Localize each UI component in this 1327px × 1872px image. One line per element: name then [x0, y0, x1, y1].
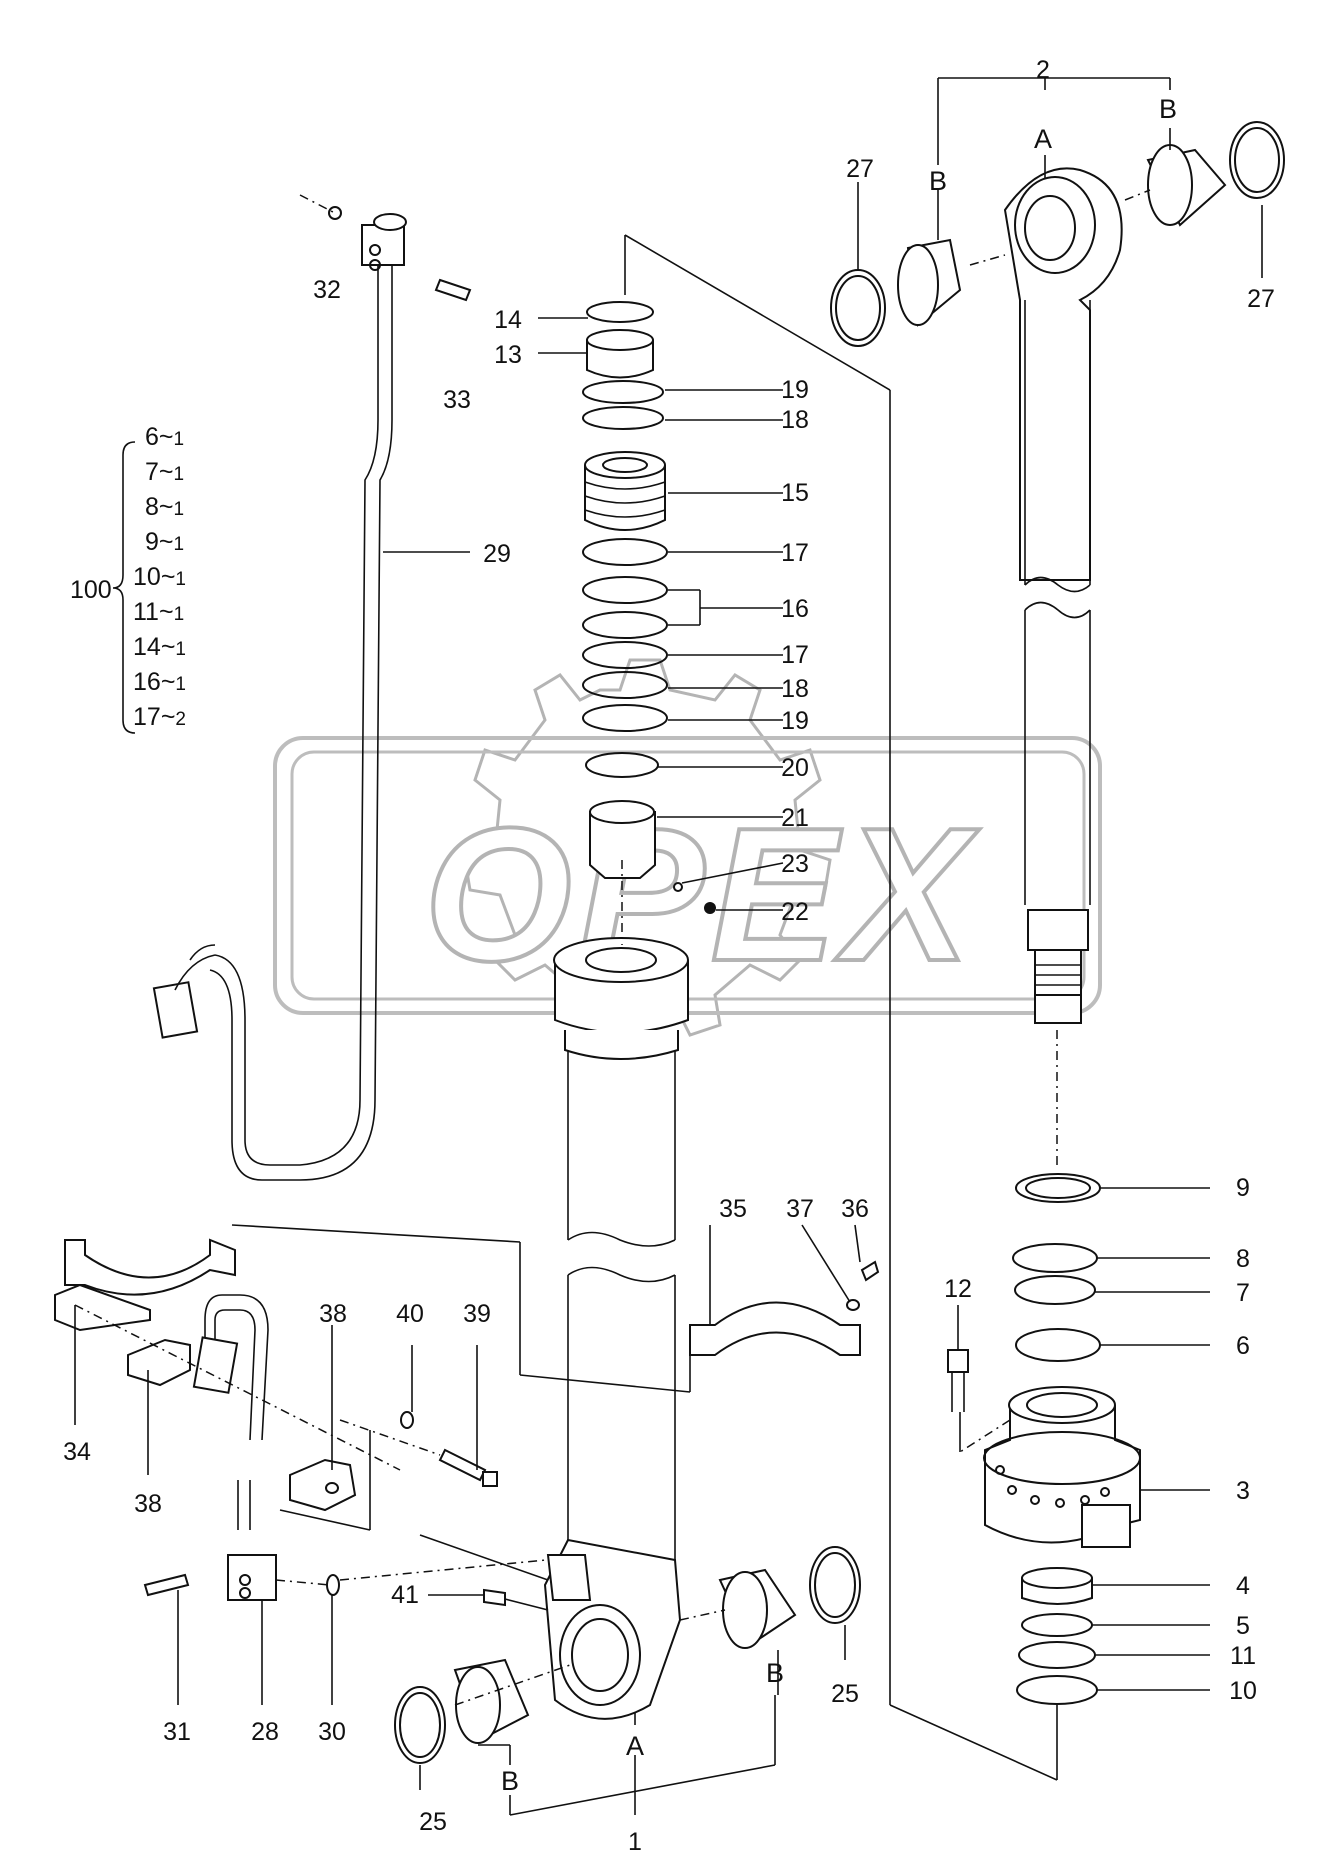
callout-11: 11: [1230, 1642, 1256, 1670]
callout-18-bottom: 18: [781, 675, 809, 703]
callout-17-top: 17: [781, 539, 809, 567]
letter-b-top-left: B: [929, 166, 947, 196]
clamps: [54, 1238, 880, 1512]
letter-b-bottom-left: B: [501, 1766, 519, 1796]
callout-14: 14: [494, 306, 522, 334]
kit-item: 11~1: [133, 598, 184, 626]
kit-item: 9~1: [145, 528, 184, 556]
callout-18-top: 18: [781, 406, 809, 434]
callout-34: 34: [63, 1438, 91, 1466]
watermark-gear-icon: [463, 658, 832, 1037]
callout-9: 9: [1236, 1174, 1250, 1202]
rod-assembly: [1003, 167, 1123, 1165]
letter-b-top-right: B: [1159, 94, 1177, 124]
callout-6: 6: [1236, 1332, 1250, 1360]
leader-lines: [74, 77, 1263, 1816]
callout-32: 32: [313, 276, 341, 304]
callout-7: 7: [1236, 1279, 1250, 1307]
callout-22: 22: [781, 898, 809, 926]
callout-1: 1: [628, 1828, 642, 1856]
callout-3: 3: [1236, 1477, 1250, 1505]
letter-b-bottom-right: B: [766, 1658, 784, 1688]
kit-item: 8~1: [145, 493, 184, 521]
callout-38-top: 38: [319, 1300, 347, 1328]
letter-a-top: A: [1034, 124, 1052, 154]
callout-25-right: 25: [831, 1680, 859, 1708]
callout-31: 31: [163, 1718, 191, 1746]
callout-38-bottom: 38: [134, 1490, 162, 1518]
callout-27-left: 27: [846, 155, 874, 183]
cylinder-tube: [543, 937, 689, 1720]
piston-stack: [582, 301, 716, 914]
callout-12: 12: [944, 1275, 972, 1303]
kit-item: 6~1: [145, 423, 184, 451]
rod-head: [947, 1173, 1141, 1705]
kit-item: 17~2: [133, 703, 186, 731]
watermark-text: OPEX: [424, 789, 980, 1001]
callout-37: 37: [786, 1195, 814, 1223]
tube-bushings: [394, 1546, 861, 1764]
callout-13: 13: [494, 341, 522, 369]
callout-4: 4: [1236, 1572, 1250, 1600]
assembly-lines: [74, 189, 1151, 1781]
callout-8: 8: [1236, 1245, 1250, 1273]
callout-2: 2: [1036, 56, 1050, 84]
callout-23: 23: [781, 850, 809, 878]
letter-a-bottom: A: [626, 1731, 644, 1761]
callout-19-bottom: 19: [781, 707, 809, 735]
callout-41: 41: [391, 1581, 419, 1609]
callout-19-top: 19: [781, 376, 809, 404]
callout-29: 29: [483, 540, 511, 568]
callout-15: 15: [781, 479, 809, 507]
callout-33: 33: [443, 386, 471, 414]
callout-25-left: 25: [419, 1808, 447, 1836]
callout-20: 20: [781, 754, 809, 782]
watermark: OPEX: [273, 658, 1102, 1037]
callout-21: 21: [781, 804, 809, 832]
callout-39: 39: [463, 1300, 491, 1328]
callout-10: 10: [1229, 1677, 1257, 1705]
callout-27-right: 27: [1247, 285, 1275, 313]
kit-item: 7~1: [145, 458, 184, 486]
kit-100: 100 6~1 7~1 8~1 9~1 10~1 11~1 14~1 16~1 …: [70, 423, 186, 731]
callout-36: 36: [841, 1195, 869, 1223]
callout-labels: 2 A B B 27 27 32 33 29 14 13 19 18 15 17…: [63, 56, 1275, 1856]
callout-30: 30: [318, 1718, 346, 1746]
callout-5: 5: [1236, 1612, 1250, 1640]
kit-item: 10~1: [133, 563, 186, 591]
kit-number: 100: [70, 576, 112, 604]
rod-eye: [1003, 167, 1123, 581]
kit-item: 16~1: [133, 668, 186, 696]
callout-40: 40: [396, 1300, 424, 1328]
callout-16: 16: [781, 595, 809, 623]
callout-17-bottom: 17: [781, 641, 809, 669]
callout-35: 35: [719, 1195, 747, 1223]
rod-bushings: [830, 121, 1285, 347]
kit-item: 14~1: [133, 633, 186, 661]
piping: [143, 206, 549, 1611]
callout-28: 28: [251, 1718, 279, 1746]
kit-items: 6~1 7~1 8~1 9~1 10~1 11~1 14~1 16~1 17~2: [133, 423, 186, 731]
